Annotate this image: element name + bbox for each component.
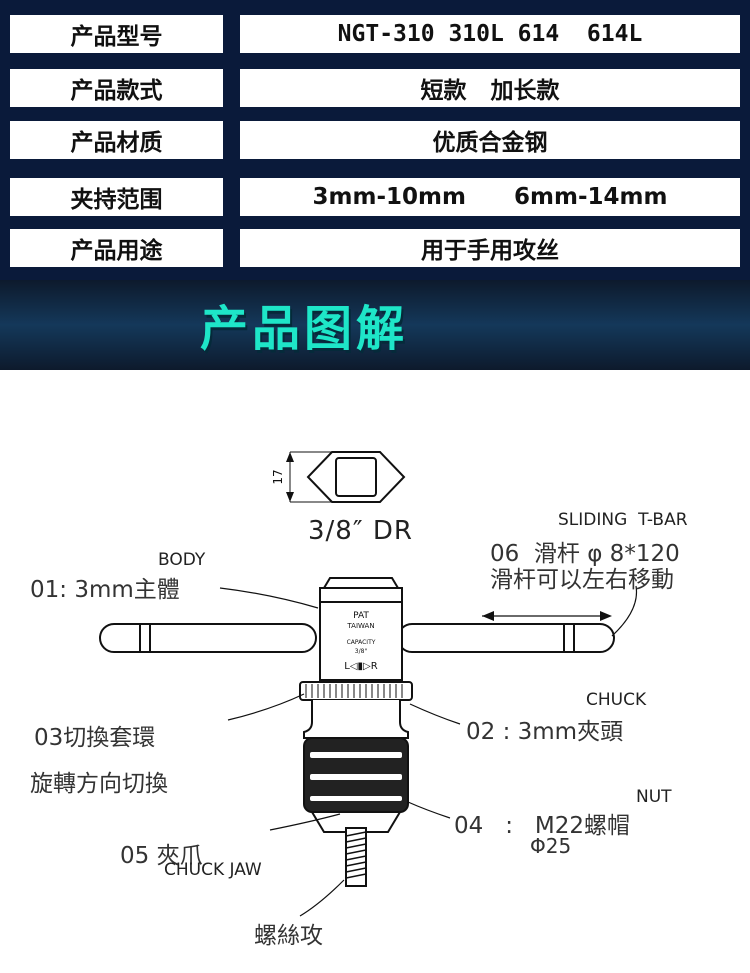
spec-value: 短款 加长款 — [240, 69, 740, 107]
nut-dia-label: Φ25 — [530, 834, 572, 858]
switch-ring — [299, 681, 413, 701]
body-brand: PAT — [353, 611, 369, 621]
spec-label: 产品用途 — [10, 229, 223, 267]
square-drive-socket — [335, 457, 377, 497]
tbar-en-label: SLIDING T-BAR — [558, 510, 688, 530]
leader-tap — [299, 879, 345, 917]
hex-dimension-text: 17 — [271, 469, 285, 484]
spec-row-model: 产品型号 NGT-310 310L 614 614L — [0, 9, 750, 59]
spec-label: 夹持范围 — [10, 178, 223, 216]
spec-row-clamp-range: 夹持范围 3mm-10mm 6mm-14mm — [0, 172, 750, 222]
leader-switch — [227, 693, 305, 721]
spec-value: 3mm-10mm 6mm-14mm — [240, 178, 740, 216]
body-origin: TAIWAN — [346, 622, 374, 630]
hex-head-outline — [306, 451, 406, 503]
banner-title: 产品图解 — [200, 301, 409, 357]
nut-en-label: NUT — [636, 787, 672, 807]
body-outline — [319, 587, 403, 681]
spec-row-usage: 产品用途 用于手用攻丝 — [0, 223, 750, 273]
tbar-right — [397, 623, 615, 653]
body-cn-label: 01: 3mm主體 — [30, 577, 180, 603]
spec-value: 优质合金钢 — [240, 121, 740, 159]
switch-cn-label: 03切換套環 — [34, 725, 156, 751]
product-diagram: PAT TAIWAN CAPACITY 3/8" L◁▮▷R 17 3/8″ D… — [0, 370, 750, 969]
tbar-left — [99, 623, 317, 653]
leader-body — [219, 587, 319, 609]
chuck-en-label: CHUCK — [586, 690, 647, 710]
spec-table: 产品型号 NGT-310 310L 614 614L 产品款式 短款 加长款 产… — [0, 0, 750, 280]
tap-cn-label: 螺絲攻 — [254, 923, 323, 949]
spec-label: 产品款式 — [10, 69, 223, 107]
spec-label: 产品型号 — [10, 15, 223, 53]
leader-nut — [407, 801, 451, 819]
nut-cn-label: 04 : M22螺帽 — [454, 813, 630, 839]
body-hex-top — [323, 577, 399, 589]
chuck-cn-label: 02 : 3mm夾頭 — [466, 719, 624, 745]
spec-value: 用于手用攻丝 — [240, 229, 740, 267]
tbar-spec-label: 06 滑杆 φ 8*120 — [490, 541, 680, 567]
jaw-en-label: CHUCK JAW — [164, 860, 262, 880]
spec-label: 产品材质 — [10, 121, 223, 159]
spec-row-material: 产品材质 优质合金钢 — [0, 115, 750, 165]
body-direction-mark: L◁▮▷R — [344, 661, 377, 672]
spec-row-style: 产品款式 短款 加长款 — [0, 63, 750, 113]
tap-wrench-drawing: PAT TAIWAN CAPACITY 3/8" L◁▮▷R 17 — [99, 451, 638, 917]
jaw-cn-label: 05 夾爪 — [120, 843, 203, 869]
switch-note-label: 旋轉方向切換 — [30, 771, 168, 797]
leader-tbar — [611, 585, 638, 637]
body-capacity-value: 3/8" — [355, 648, 368, 655]
leader-jaw — [269, 813, 341, 831]
nut-outline — [310, 811, 402, 833]
body-capacity: CAPACITY — [347, 639, 376, 646]
chuck-neck — [303, 700, 409, 739]
section-banner: 产品图解 — [0, 280, 750, 370]
spec-value: NGT-310 310L 614 614L — [240, 15, 740, 53]
drive-label: 3/8″ DR — [308, 516, 413, 546]
body-en-label: BODY — [158, 550, 206, 570]
leader-chuck — [409, 703, 461, 725]
tbar-note-label: 滑杆可以左右移動 — [490, 567, 674, 593]
